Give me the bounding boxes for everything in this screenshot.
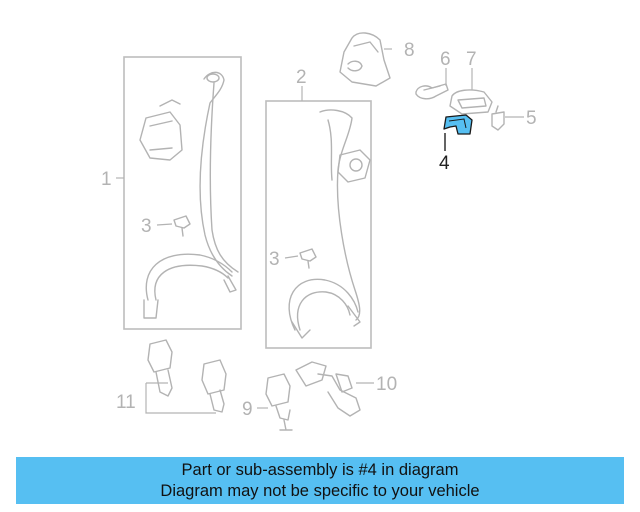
callout-1: 1 [101, 169, 112, 190]
callout-3b: 3 [269, 249, 280, 270]
callout-3a: 3 [141, 216, 152, 237]
buckle-9[interactable] [265, 373, 293, 431]
banner-line-2: Diagram may not be specific to your vehi… [160, 482, 480, 500]
callout-4: 4 [439, 153, 450, 174]
guide-part-4[interactable] [443, 114, 473, 135]
leader-11 [145, 382, 216, 414]
seatbelt-assembly-2-frame [265, 100, 372, 349]
callout-11: 11 [116, 392, 136, 413]
seatbelt-assembly-1[interactable] [139, 71, 239, 319]
info-banner: Part or sub-assembly is #4 in diagram Di… [16, 457, 624, 504]
banner-line-1: Part or sub-assembly is #4 in diagram [181, 461, 459, 479]
callout-5: 5 [526, 108, 537, 129]
cover-7[interactable] [449, 89, 493, 115]
clip-5[interactable] [491, 105, 505, 131]
seatbelt-assembly-2[interactable] [288, 109, 371, 339]
bolt-3a[interactable] [173, 215, 191, 237]
callout-8: 8 [404, 40, 415, 61]
callout-9: 9 [242, 399, 253, 420]
clip-6[interactable] [415, 83, 449, 100]
callout-10: 10 [376, 374, 397, 395]
leader-3a [156, 223, 173, 226]
anchor-bracket-8[interactable] [339, 32, 391, 87]
buckle-10[interactable] [295, 361, 361, 417]
callout-6: 6 [440, 49, 451, 70]
callout-7: 7 [466, 49, 477, 70]
callout-2: 2 [296, 67, 307, 88]
bolt-3b[interactable] [299, 248, 317, 269]
buckle-assembly-11[interactable] [147, 339, 227, 413]
seatbelt-assembly-1-frame [123, 56, 242, 330]
leader-3b [284, 255, 299, 259]
